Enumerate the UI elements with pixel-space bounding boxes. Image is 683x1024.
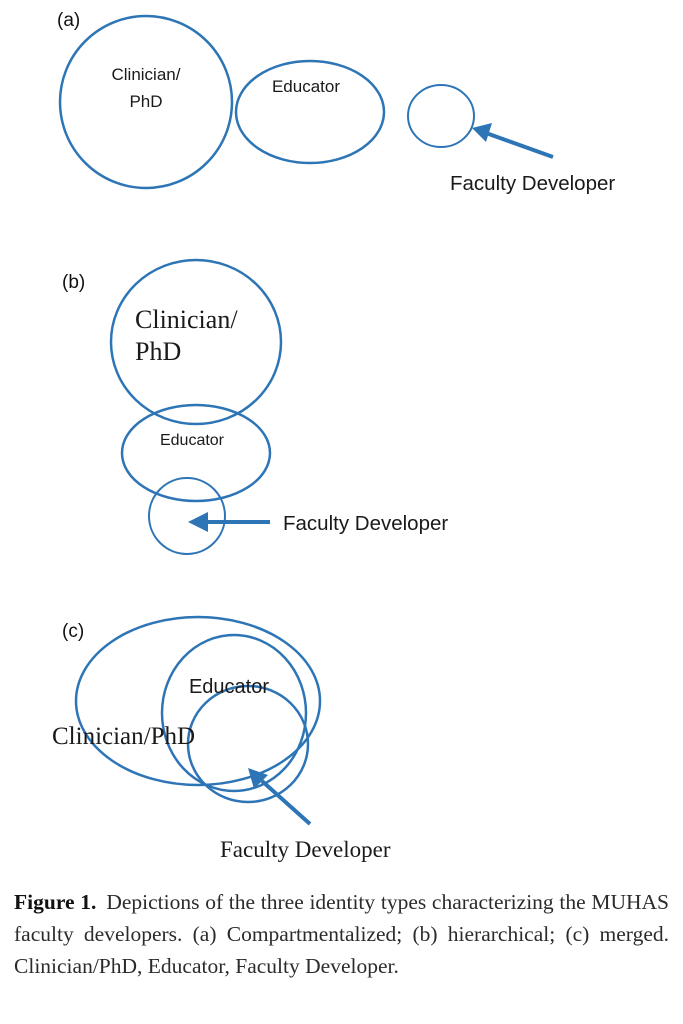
panel-b-faculty-label: Faculty Developer: [283, 512, 448, 535]
panel-a-arrow-head: [472, 123, 492, 142]
panel-a-faculty-arrow: [485, 131, 554, 159]
panel-b-educator-circle: [120, 403, 272, 503]
caption-text: Depictions of the three identity types c…: [14, 890, 669, 978]
panel-a-faculty-circle: [407, 84, 475, 148]
panel-b-arrow-head: [188, 512, 208, 532]
panel-a-clinician-circle: [58, 14, 234, 190]
panel-c-educator-circle: [160, 633, 308, 793]
panel-c-arrow-head: [248, 768, 268, 789]
panel-a-label: (a): [57, 10, 80, 31]
panel-c-label: (c): [62, 621, 84, 642]
panel-a-educator-circle: [234, 59, 386, 165]
panel-b: (b) Clinician/ PhD Educator Faculty Deve…: [62, 258, 448, 555]
panel-c-clinician-circle: [74, 615, 322, 787]
panel-b-label: (b): [62, 272, 85, 293]
panel-b-faculty-circle: [148, 477, 226, 555]
panel-c-faculty-label: Faculty Developer: [220, 837, 391, 862]
panel-c-educator-label: Educator: [189, 676, 269, 698]
panel-a-educator-label: Educator: [272, 77, 340, 96]
panel-c: (c) Clinician/PhD Educator Faculty Devel…: [52, 615, 391, 862]
panel-c-faculty-arrow: [260, 779, 312, 826]
panel-b-educator-label: Educator: [160, 432, 225, 449]
figure-label: Figure 1.: [14, 890, 97, 914]
panel-a-faculty-label: Faculty Developer: [450, 172, 615, 195]
panel-b-clinician-label-line1: Clinician/: [135, 305, 238, 334]
identity-diagram: (a) Clinician/ PhD Educator Faculty Deve…: [52, 10, 615, 862]
panel-b-clinician-label-line2: PhD: [135, 337, 181, 366]
panel-c-clinician-label: Clinician/PhD: [52, 723, 195, 750]
panel-b-clinician-circle: [109, 258, 283, 426]
panel-a-clinician-label-line1: Clinician/: [112, 65, 181, 84]
panel-a-clinician-label-line2: PhD: [129, 92, 162, 111]
panel-a: (a) Clinician/ PhD Educator Faculty Deve…: [57, 10, 615, 195]
panel-c-faculty-circle: [186, 684, 310, 804]
figure-caption: Figure 1.Depictions of the three identit…: [14, 886, 669, 982]
